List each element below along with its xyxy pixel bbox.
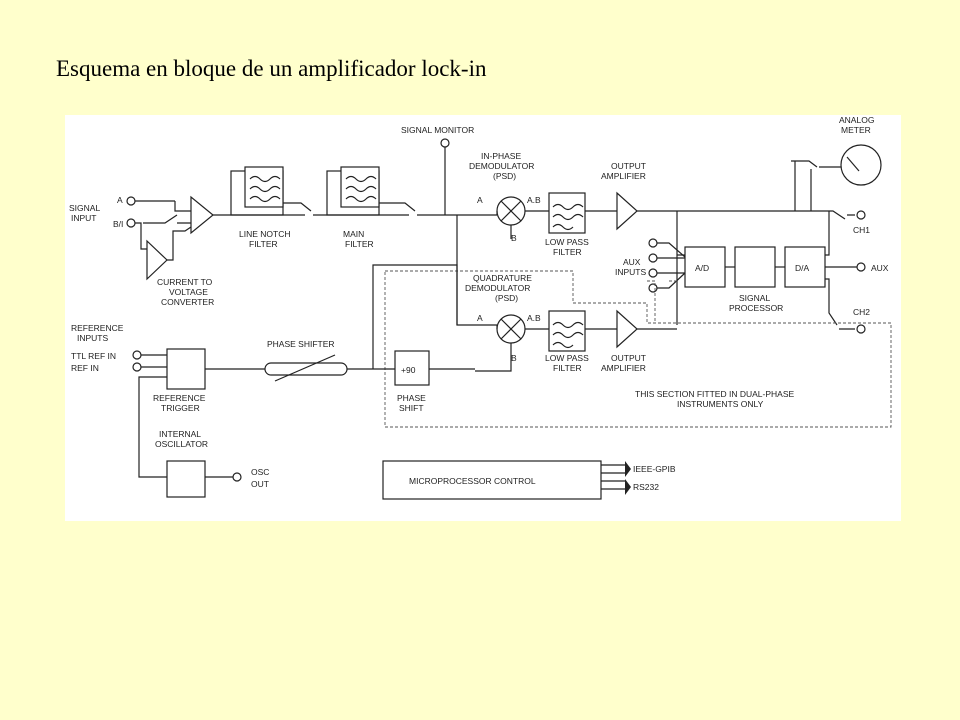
inphase-low-pass-filter <box>548 192 586 234</box>
aux-input-2-terminal <box>648 253 658 263</box>
ch2-terminal <box>856 324 866 334</box>
psd-ab-label: A.B <box>527 313 541 323</box>
gpib-arrow-icon <box>625 461 631 477</box>
ref-in-terminal <box>132 362 142 372</box>
da-label: D/A <box>795 263 810 273</box>
aux-input-3-terminal <box>648 268 658 278</box>
microprocessor-label: MICROPROCESSOR CONTROL <box>409 476 536 486</box>
filter-wave-icon <box>552 203 584 231</box>
quad-output-amplifier <box>616 309 638 349</box>
dual-phase-section <box>384 270 892 428</box>
filter-wave-icon <box>249 175 281 203</box>
ttl-ref-in-terminal <box>132 350 142 360</box>
plus90-label: +90 <box>401 365 416 375</box>
analog-meter <box>840 144 882 186</box>
input-bi-terminal <box>126 218 136 228</box>
page-title: Esquema en bloque de un amplificador loc… <box>56 56 487 81</box>
reference-trigger <box>166 348 206 390</box>
aux-input-4-terminal <box>648 283 658 293</box>
microprocessor-control <box>382 460 602 500</box>
input-bi-label: B/I <box>113 219 123 229</box>
current-voltage-converter <box>146 239 168 281</box>
filter-wave-icon <box>552 321 584 349</box>
plus90-phase-shift <box>394 350 430 386</box>
rs232-arrow-icon <box>625 479 631 495</box>
psd-b-label: B <box>511 233 517 243</box>
psd-ab-label: A.B <box>527 195 541 205</box>
psd-a-label: A <box>477 313 483 323</box>
ttl-ref-in-label: TTL REF IN <box>71 351 116 361</box>
ad-converter <box>684 246 726 288</box>
ch2-label: CH2 <box>853 307 870 317</box>
phase-shifter <box>264 362 348 376</box>
internal-oscillator <box>166 460 206 498</box>
quad-low-pass-filter <box>548 310 586 352</box>
inphase-output-amplifier <box>616 191 638 231</box>
signal-monitor-label: SIGNAL MONITOR <box>401 125 474 135</box>
aux-input-1-terminal <box>648 238 658 248</box>
ad-label: A/D <box>695 263 709 273</box>
phase-shifter-label: PHASE SHIFTER <box>267 339 335 349</box>
signal-monitor-terminal <box>440 138 450 148</box>
ch1-label: CH1 <box>853 225 870 235</box>
ieee-gpib-label: IEEE-GPIB <box>633 464 676 474</box>
aux-output-terminal <box>856 262 866 272</box>
psd-b-label: B <box>511 353 517 363</box>
ref-in-label: REF IN <box>71 363 99 373</box>
aux-label: AUX <box>871 263 889 273</box>
rs232-label: RS232 <box>633 482 659 492</box>
psd-a-label: A <box>477 195 483 205</box>
input-amplifier <box>190 195 214 235</box>
da-converter <box>784 246 826 288</box>
signal-processor <box>734 246 776 288</box>
filter-wave-icon <box>345 175 377 203</box>
input-a-terminal <box>126 196 136 206</box>
input-a-label: A <box>117 195 123 205</box>
ch1-terminal <box>856 210 866 220</box>
osc-out-terminal <box>232 472 242 482</box>
